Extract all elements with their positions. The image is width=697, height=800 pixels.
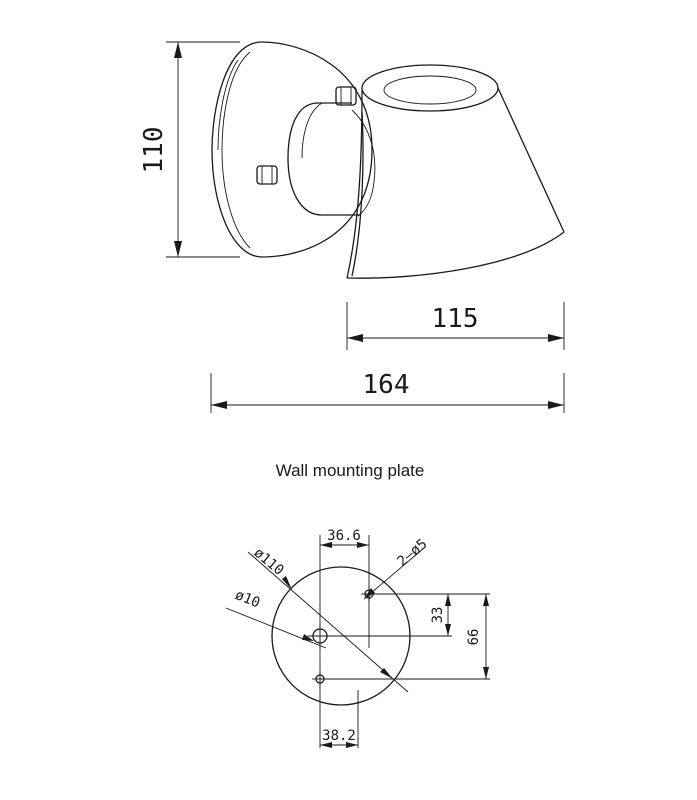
wall-base [211, 41, 373, 258]
dim-height-label: 110 [139, 127, 169, 174]
lamp-shade [346, 64, 565, 279]
lamp-arm [287, 102, 376, 217]
dim-total-width-label: 164 [363, 370, 410, 400]
dim-hole-span-label: 66 [466, 629, 482, 646]
leader-center-hole: ø10 [225, 587, 327, 649]
dim-top-offset-label: 36.6 [327, 528, 361, 544]
dim-hole-gap-label: 33 [430, 607, 446, 624]
leader-diameter-label: ø110 [251, 545, 287, 579]
dim-top-offset: 36.6 [320, 528, 369, 548]
plate-title: Wall mounting plate [276, 461, 425, 480]
dim-bottom-offset: 38.2 [320, 728, 358, 748]
dim-head-width: 115 [346, 302, 565, 350]
dim-height: 110 [139, 41, 240, 258]
screw-top [335, 86, 357, 106]
dim-head-width-label: 115 [432, 304, 479, 334]
screw-bottom [256, 165, 278, 185]
dim-hole-span: 66 [466, 594, 489, 679]
dim-hole-gap: 33 [430, 594, 451, 636]
dim-bottom-offset-label: 38.2 [322, 728, 356, 744]
dim-total-width: 164 [210, 370, 565, 413]
leader-diameter: ø110 [247, 545, 409, 693]
mounting-plate-view: 36.6 38.2 33 66 2–ø5 [225, 528, 490, 748]
lamp-side-view: 110 115 164 [139, 41, 565, 413]
leader-holes-label: 2–ø5 [394, 536, 430, 570]
leader-holes: 2–ø5 [363, 536, 430, 600]
leader-center-hole-label: ø10 [233, 587, 262, 611]
